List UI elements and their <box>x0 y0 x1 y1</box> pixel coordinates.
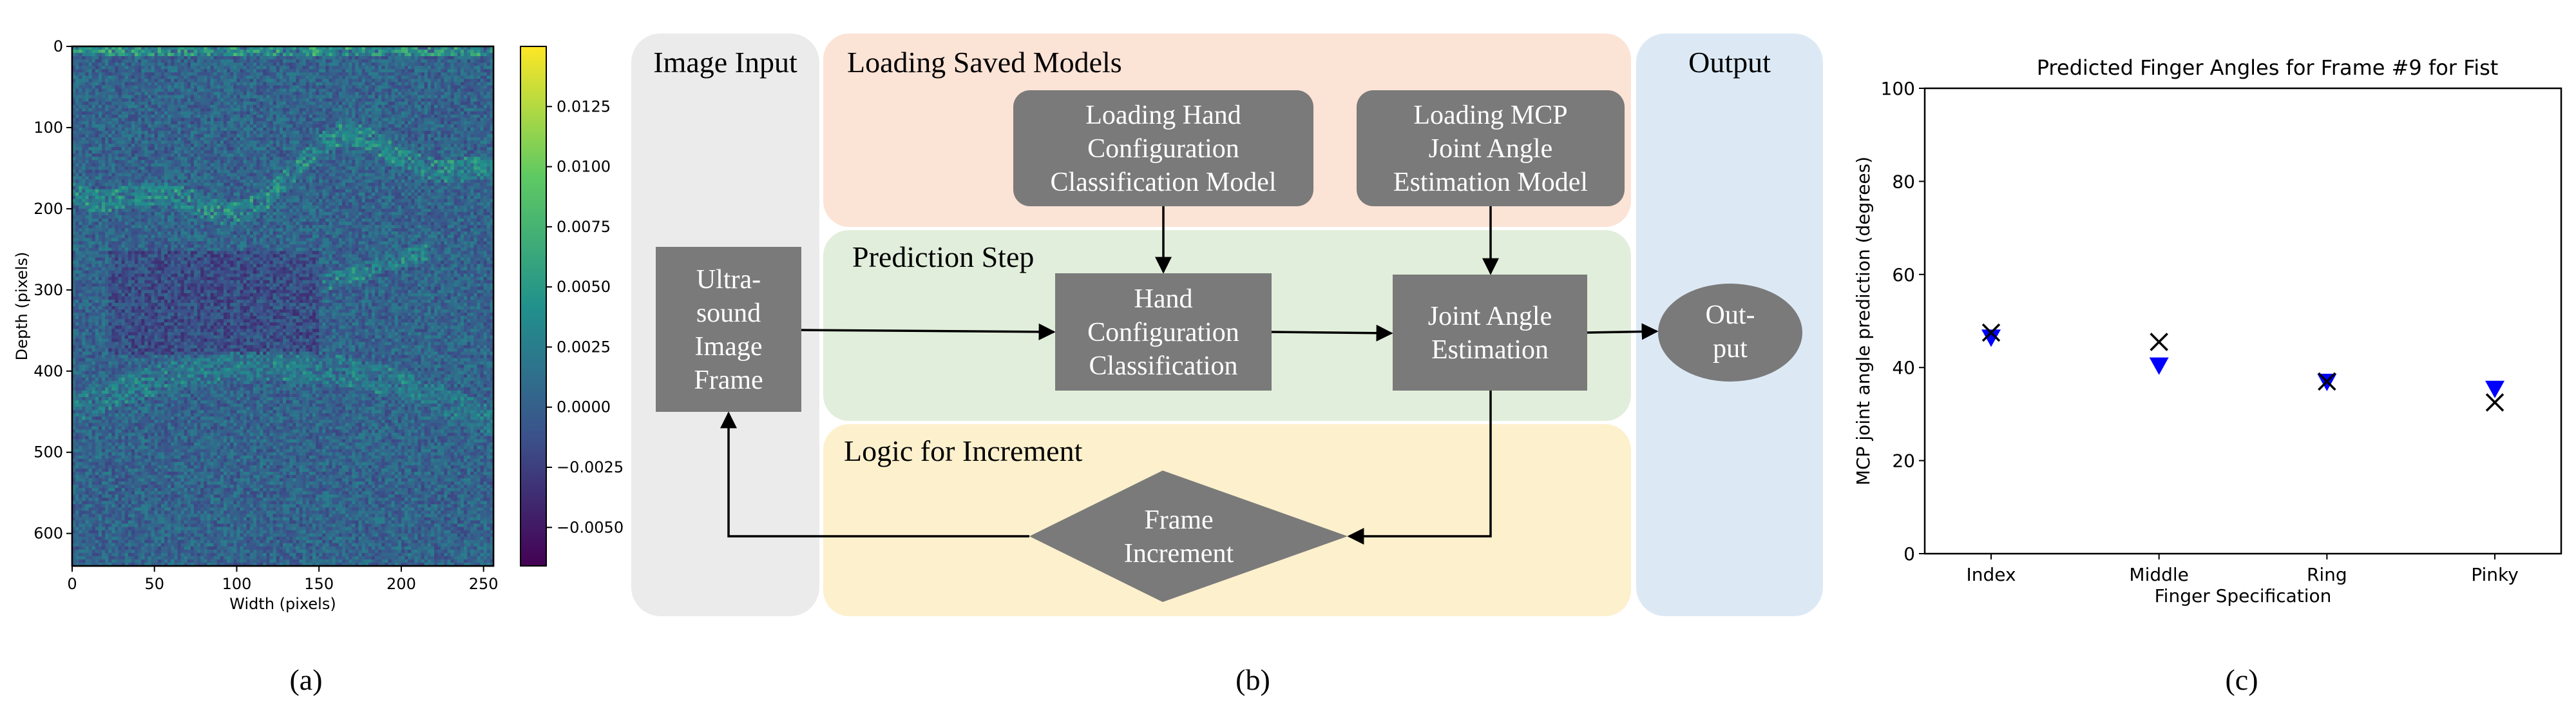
heatmap-x-tick-label: 100 <box>222 575 252 593</box>
heatmap-y-tick-label: 100 <box>33 119 63 137</box>
colorbar-tick-label: 0.0050 <box>557 278 611 296</box>
chart-y-tick-label: 20 <box>1892 451 1915 472</box>
lane-title-prediction-step: Prediction Step <box>852 240 1034 273</box>
heatmap-y-axis: 0 100 200 300 400 500 600 <box>33 37 72 543</box>
heatmap-y-tick-label: 400 <box>33 362 63 380</box>
colorbar <box>520 46 546 566</box>
ultrasound-heatmap <box>72 46 493 566</box>
chart-y-tick-label: 60 <box>1892 264 1915 286</box>
caption-a: (a) <box>289 663 322 696</box>
caption-b: (b) <box>1236 663 1270 696</box>
arrow-classification-to-estimation <box>1272 332 1391 333</box>
heatmap-y-label: Depth (pixels) <box>13 252 31 361</box>
panel-b: Image Input Loading Saved Models Predict… <box>631 34 1823 696</box>
colorbar-tick-label: 0.0125 <box>557 97 611 115</box>
heatmap-y-tick-label: 0 <box>53 37 63 55</box>
chart-x-label: Finger Specification <box>2155 585 2332 607</box>
colorbar-ticks: 0.0125 0.0100 0.0075 0.0050 0.0025 0.0000 −0.0… <box>546 97 624 536</box>
colorbar-tick-label: 0.0000 <box>557 398 611 416</box>
heatmap-x-tick-label: 150 <box>304 575 334 593</box>
chart-x-tick-label: Middle <box>2129 564 2189 585</box>
panel-c: Predicted Finger Angles for Frame #9 for… <box>1853 55 2561 696</box>
chart-plot-area <box>1925 88 2561 554</box>
chart-y-tick-label: 80 <box>1892 171 1915 192</box>
heatmap-y-tick-label: 300 <box>33 281 63 299</box>
chart-x-axis: Index Middle Ring Pinky <box>1966 554 2518 585</box>
chart-y-axis: 0 20 40 60 80 100 <box>1881 78 1925 565</box>
heatmap-x-tick-label: 0 <box>67 575 77 593</box>
chart-y-tick-label: 0 <box>1903 543 1915 565</box>
arrow-estimation-to-output <box>1587 331 1657 333</box>
colorbar-tick-label: 0.0100 <box>557 158 611 176</box>
node-joint-angle-estimation <box>1393 275 1587 391</box>
colorbar-tick-label: 0.0075 <box>557 218 611 236</box>
chart-x-tick-label: Pinky <box>2471 564 2519 585</box>
heatmap-x-tick-label: 250 <box>469 575 499 593</box>
panel-a: 0 50 100 150 200 250 0 100 200 300 400 500 600 Widt… <box>13 37 624 696</box>
chart-x-tick-label: Index <box>1966 564 2016 585</box>
heatmap-y-tick-label: 600 <box>33 525 63 543</box>
heatmap-x-axis: 0 50 100 150 200 250 <box>67 566 498 593</box>
colorbar-tick-label: 0.0025 <box>557 338 611 356</box>
colorbar-tick-label: −0.0025 <box>557 458 624 476</box>
chart-x-tick-label: Ring <box>2307 564 2347 585</box>
heatmap-x-tick-label: 200 <box>386 575 416 593</box>
chart-y-tick-label: 40 <box>1892 357 1915 378</box>
lane-title-output: Output <box>1688 46 1771 79</box>
colorbar-tick-label: −0.0050 <box>557 518 624 536</box>
caption-c: (c) <box>2225 663 2258 696</box>
heatmap-y-tick-label: 200 <box>33 200 63 218</box>
heatmap-y-tick-label: 500 <box>33 443 63 461</box>
lane-title-image-input: Image Input <box>653 46 797 79</box>
lane-title-logic-increment: Logic for Increment <box>844 434 1083 467</box>
chart-title: Predicted Finger Angles for Frame #9 for… <box>2037 55 2499 80</box>
chart-y-label: MCP joint angle prediction (degrees) <box>1853 157 1874 485</box>
heatmap-x-tick-label: 50 <box>144 575 164 593</box>
node-output <box>1658 284 1802 382</box>
lane-title-loading-models: Loading Saved Models <box>847 46 1122 79</box>
heatmap-x-label: Width (pixels) <box>229 595 336 613</box>
chart-y-tick-label: 100 <box>1881 78 1915 99</box>
